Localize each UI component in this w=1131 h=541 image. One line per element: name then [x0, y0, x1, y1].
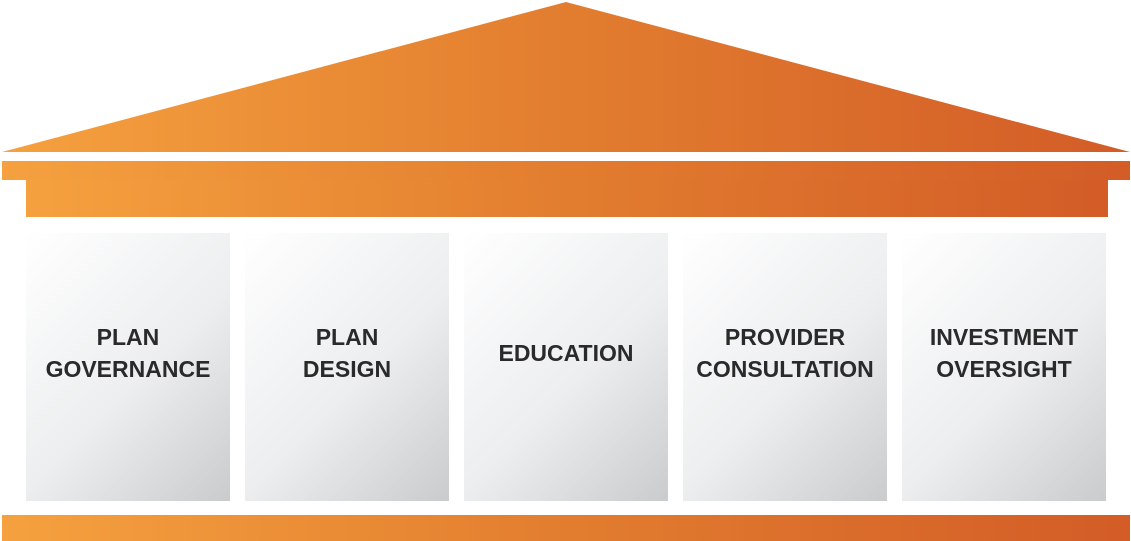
pillar-plan-design: PLAN DESIGN: [245, 233, 449, 501]
pillar-label: PLAN GOVERNANCE: [45, 323, 211, 382]
pillar-label: PROVIDER CONSULTATION: [696, 323, 874, 382]
pillar-plan-governance: PLAN GOVERNANCE: [26, 233, 230, 501]
entablature-top: [2, 161, 1130, 180]
pillar-label: EDUCATION: [498, 339, 634, 366]
pillar-investment-oversight: INVESTMENT OVERSIGHT: [902, 233, 1106, 501]
roof-pediment: [2, 2, 1130, 152]
pillar-label: PLAN DESIGN: [302, 323, 392, 382]
pillar-provider-consultation: PROVIDER CONSULTATION: [683, 233, 887, 501]
roof-triangle: [2, 2, 1130, 152]
entablature-lower: [26, 180, 1108, 217]
pillar-label: INVESTMENT OVERSIGHT: [929, 323, 1079, 382]
pillar-education: EDUCATION: [464, 233, 668, 501]
foundation-base: [2, 515, 1130, 541]
